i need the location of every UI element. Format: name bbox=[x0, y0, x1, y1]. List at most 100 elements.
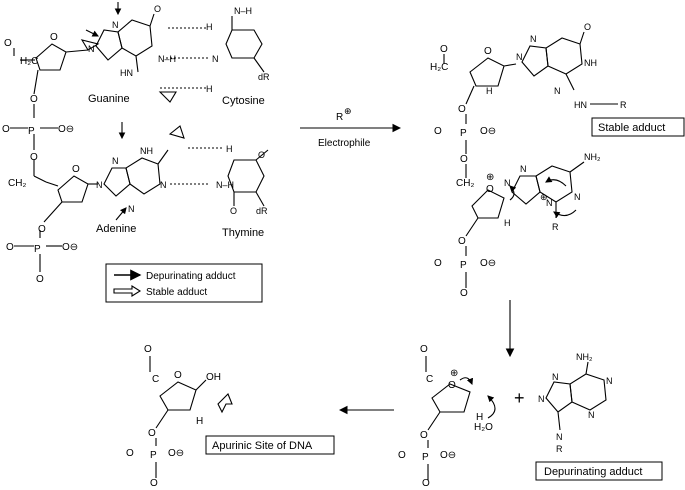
svg-text:O: O bbox=[422, 478, 430, 489]
svg-text:O: O bbox=[30, 94, 38, 105]
svg-text:N: N bbox=[520, 164, 527, 174]
svg-text:HN: HN bbox=[574, 100, 587, 110]
stable-marker-2 bbox=[158, 91, 177, 103]
thymine-label: Thymine bbox=[222, 227, 264, 239]
svg-text:NH₂: NH₂ bbox=[584, 152, 601, 162]
svg-text:O: O bbox=[30, 152, 38, 163]
svg-text:O: O bbox=[38, 224, 46, 235]
apurinic-site-box bbox=[205, 435, 335, 455]
stable-adduct-label: Stable adduct bbox=[598, 122, 665, 134]
svg-text:H: H bbox=[504, 218, 511, 228]
svg-text:HN: HN bbox=[120, 68, 133, 78]
legend-stable-label: Stable adduct bbox=[146, 287, 207, 298]
svg-text:N: N bbox=[556, 432, 563, 442]
svg-text:N–H: N–H bbox=[158, 54, 176, 64]
svg-text:O⊖: O⊖ bbox=[168, 448, 184, 459]
svg-text:R: R bbox=[620, 100, 627, 110]
depurinating-adduct-box bbox=[535, 461, 663, 481]
free-adenine bbox=[545, 361, 607, 431]
depurinating-marker-4 bbox=[115, 207, 127, 221]
svg-text:O: O bbox=[72, 164, 80, 175]
plus-sign: + bbox=[514, 388, 525, 408]
svg-text:N: N bbox=[112, 20, 119, 30]
svg-text:N: N bbox=[530, 34, 537, 44]
svg-text:C: C bbox=[426, 374, 433, 385]
svg-text:N: N bbox=[504, 178, 511, 188]
svg-text:N: N bbox=[88, 44, 95, 54]
svg-text:CH₂: CH₂ bbox=[8, 178, 26, 189]
svg-text:H: H bbox=[226, 144, 233, 154]
svg-text:O⊖: O⊖ bbox=[58, 124, 74, 135]
svg-text:P: P bbox=[28, 126, 35, 137]
svg-text:H: H bbox=[196, 416, 203, 427]
svg-text:dR: dR bbox=[256, 206, 268, 216]
svg-text:O: O bbox=[420, 344, 428, 355]
svg-text:H: H bbox=[206, 84, 213, 94]
svg-text:N: N bbox=[554, 86, 561, 96]
svg-text:dR: dR bbox=[258, 72, 270, 82]
guanine-label: Guanine bbox=[88, 93, 130, 105]
svg-text:P: P bbox=[422, 452, 429, 463]
svg-text:NH: NH bbox=[584, 58, 597, 68]
svg-text:O: O bbox=[484, 46, 492, 57]
svg-text:O: O bbox=[174, 370, 182, 381]
legend-depurinating-label: Depurinating adduct bbox=[146, 271, 236, 282]
adducted-dna bbox=[443, 31, 618, 288]
svg-text:R: R bbox=[556, 444, 563, 454]
svg-text:O: O bbox=[148, 428, 156, 439]
svg-text:CH₂: CH₂ bbox=[456, 178, 474, 189]
svg-text:O: O bbox=[50, 32, 58, 43]
svg-text:NH: NH bbox=[140, 146, 153, 156]
svg-text:H₂C: H₂C bbox=[430, 62, 448, 73]
svg-text:O: O bbox=[434, 258, 442, 269]
svg-text:O⊖: O⊖ bbox=[440, 450, 456, 461]
svg-text:H₂O: H₂O bbox=[474, 422, 493, 433]
electrophile-label: Electrophile bbox=[318, 138, 371, 149]
svg-text:H: H bbox=[476, 412, 483, 423]
svg-text:O: O bbox=[126, 448, 134, 459]
svg-text:O⊖: O⊖ bbox=[480, 126, 496, 137]
svg-text:O: O bbox=[420, 430, 428, 441]
stable-marker-1 bbox=[80, 39, 100, 51]
svg-text:NH₂: NH₂ bbox=[576, 352, 593, 362]
svg-text:R: R bbox=[552, 222, 559, 232]
svg-text:O: O bbox=[154, 4, 161, 14]
svg-text:N–H: N–H bbox=[216, 180, 234, 190]
svg-text:O: O bbox=[440, 44, 448, 55]
stable-legend-icon bbox=[113, 285, 142, 297]
svg-text:O: O bbox=[398, 450, 406, 461]
svg-text:N–H: N–H bbox=[234, 6, 252, 16]
svg-text:O: O bbox=[230, 206, 237, 216]
svg-text:O: O bbox=[486, 184, 494, 195]
svg-text:⊕: ⊕ bbox=[344, 106, 352, 116]
svg-text:O⊖: O⊖ bbox=[62, 242, 78, 253]
svg-text:N: N bbox=[516, 52, 523, 62]
svg-text:N: N bbox=[160, 180, 167, 190]
svg-text:P: P bbox=[34, 244, 41, 255]
svg-text:O: O bbox=[460, 154, 468, 165]
svg-text:N: N bbox=[574, 192, 581, 202]
svg-text:O: O bbox=[448, 380, 456, 391]
stable-marker-3 bbox=[168, 125, 185, 139]
electrophile-reagent: R bbox=[336, 112, 343, 123]
svg-text:O: O bbox=[458, 236, 466, 247]
svg-text:⊕: ⊕ bbox=[540, 192, 548, 202]
svg-text:H: H bbox=[486, 86, 493, 96]
svg-text:N: N bbox=[552, 372, 559, 382]
svg-text:P: P bbox=[460, 260, 467, 271]
depurinating-adduct-label: Depurinating adduct bbox=[544, 466, 642, 478]
oxocarbenium-intermediate bbox=[425, 356, 496, 480]
svg-text:O: O bbox=[2, 124, 10, 135]
svg-text:O: O bbox=[458, 104, 466, 115]
svg-text:OH: OH bbox=[206, 372, 221, 383]
svg-text:⊕: ⊕ bbox=[486, 172, 494, 183]
adenine-label: Adenine bbox=[96, 223, 136, 235]
apurinic-stable-marker bbox=[217, 393, 233, 414]
svg-text:N: N bbox=[606, 376, 613, 386]
svg-text:O: O bbox=[6, 242, 14, 253]
svg-text:N: N bbox=[128, 204, 135, 214]
dna-duplex bbox=[10, 2, 269, 272]
svg-text:N: N bbox=[546, 198, 553, 208]
